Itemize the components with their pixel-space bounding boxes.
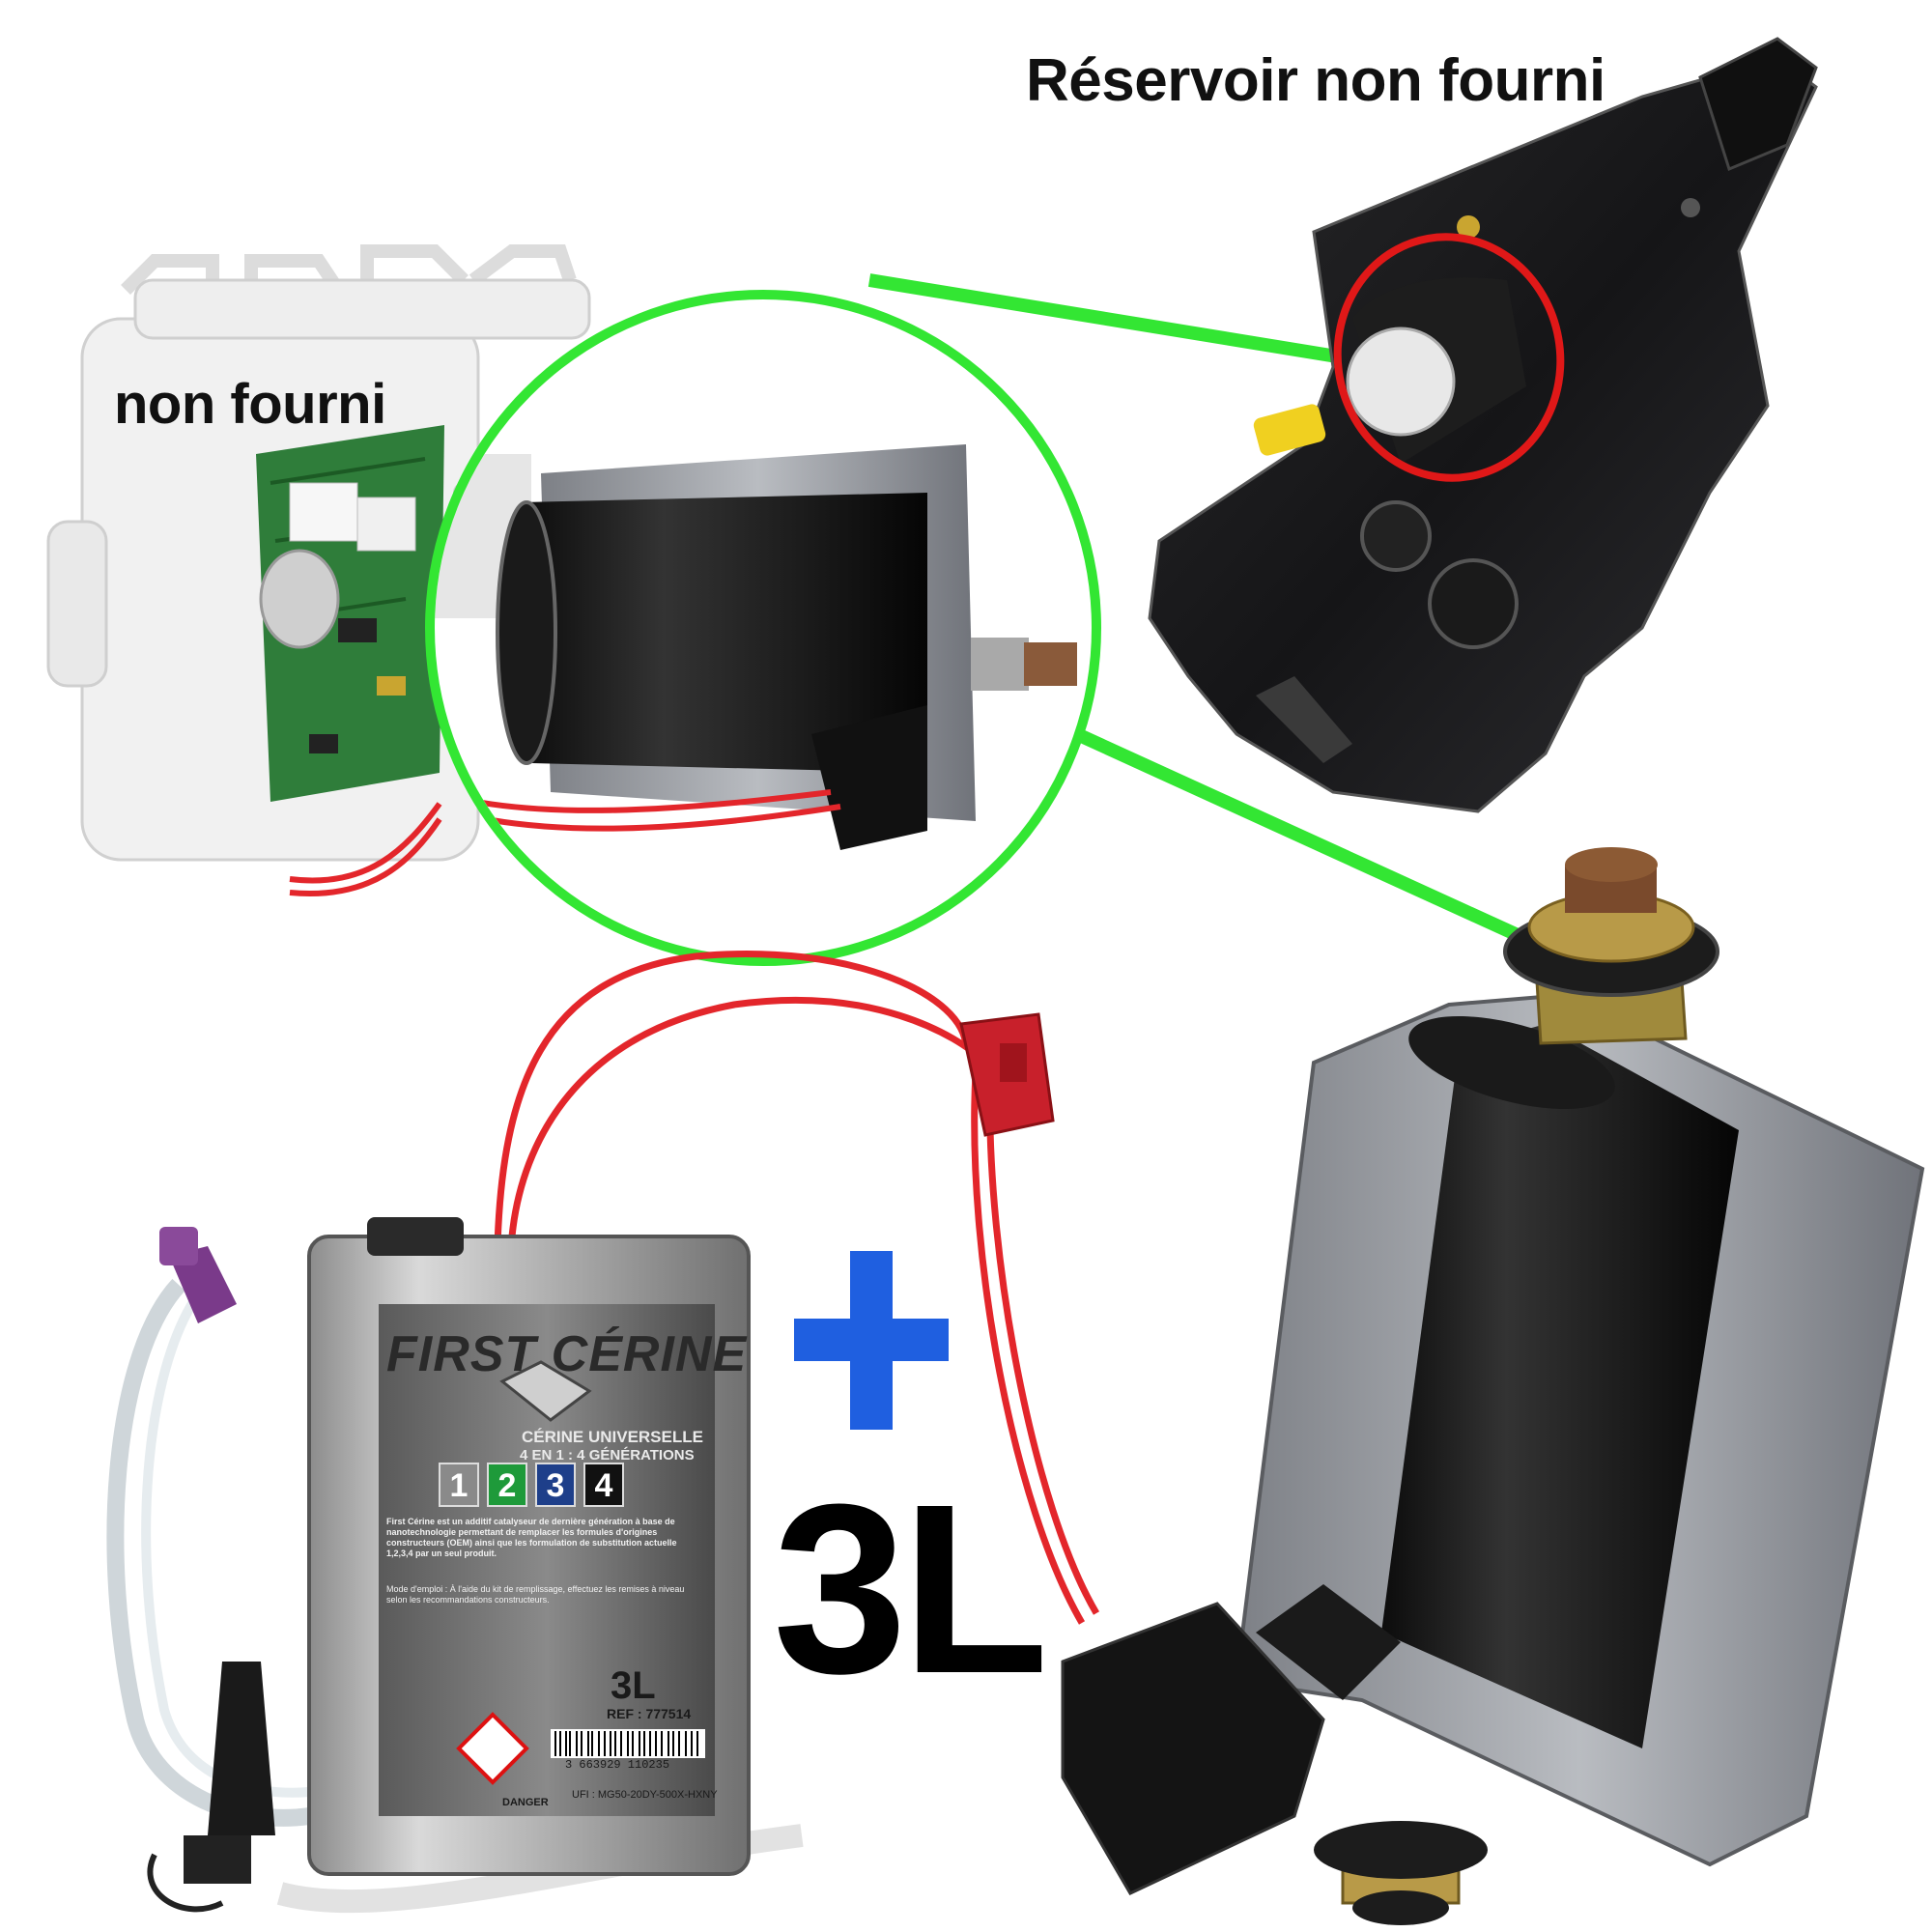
pump-wire <box>494 951 1100 1625</box>
can-barcode-number: 3 663929 110235 <box>565 1758 670 1772</box>
reservoir-not-included-caption: Réservoir non fourni <box>1026 47 1605 114</box>
can-ref-label: REF : 777514 <box>607 1706 692 1721</box>
can-ufi-label: UFI : MG50-20DY-500X-HXNY <box>572 1789 718 1801</box>
reservoir-illustration <box>1148 37 1818 813</box>
generation-badge-4: 4 <box>594 1467 613 1504</box>
can-usage: Mode d'emploi : À l'aide du kit de rempl… <box>386 1584 685 1605</box>
can-volume-label: 3L <box>611 1664 656 1707</box>
can-brand-label: FIRST CÉRINE <box>386 1326 748 1382</box>
generation-badge-3: 3 <box>546 1467 565 1504</box>
cerine-can-illustration <box>106 1217 804 1914</box>
dosing-pump-illustration <box>1061 847 1925 1925</box>
generation-badge-2: 2 <box>497 1467 517 1504</box>
can-danger-label: DANGER <box>502 1797 549 1808</box>
can-description: First Cérine est un additif catalyseur d… <box>386 1517 677 1558</box>
magnified-pump-callout <box>289 290 1101 966</box>
module-not-included-caption: non fourni <box>114 373 386 436</box>
can-subtitle-1: CÉRINE UNIVERSELLE <box>522 1428 703 1446</box>
control-module-illustration <box>46 244 591 862</box>
volume-caption: 3L <box>773 1454 1049 1723</box>
can-subtitle-2: 4 EN 1 : 4 GÉNÉRATIONS <box>520 1447 695 1463</box>
plus-icon <box>794 1251 949 1430</box>
generation-badge-1: 1 <box>449 1467 469 1504</box>
